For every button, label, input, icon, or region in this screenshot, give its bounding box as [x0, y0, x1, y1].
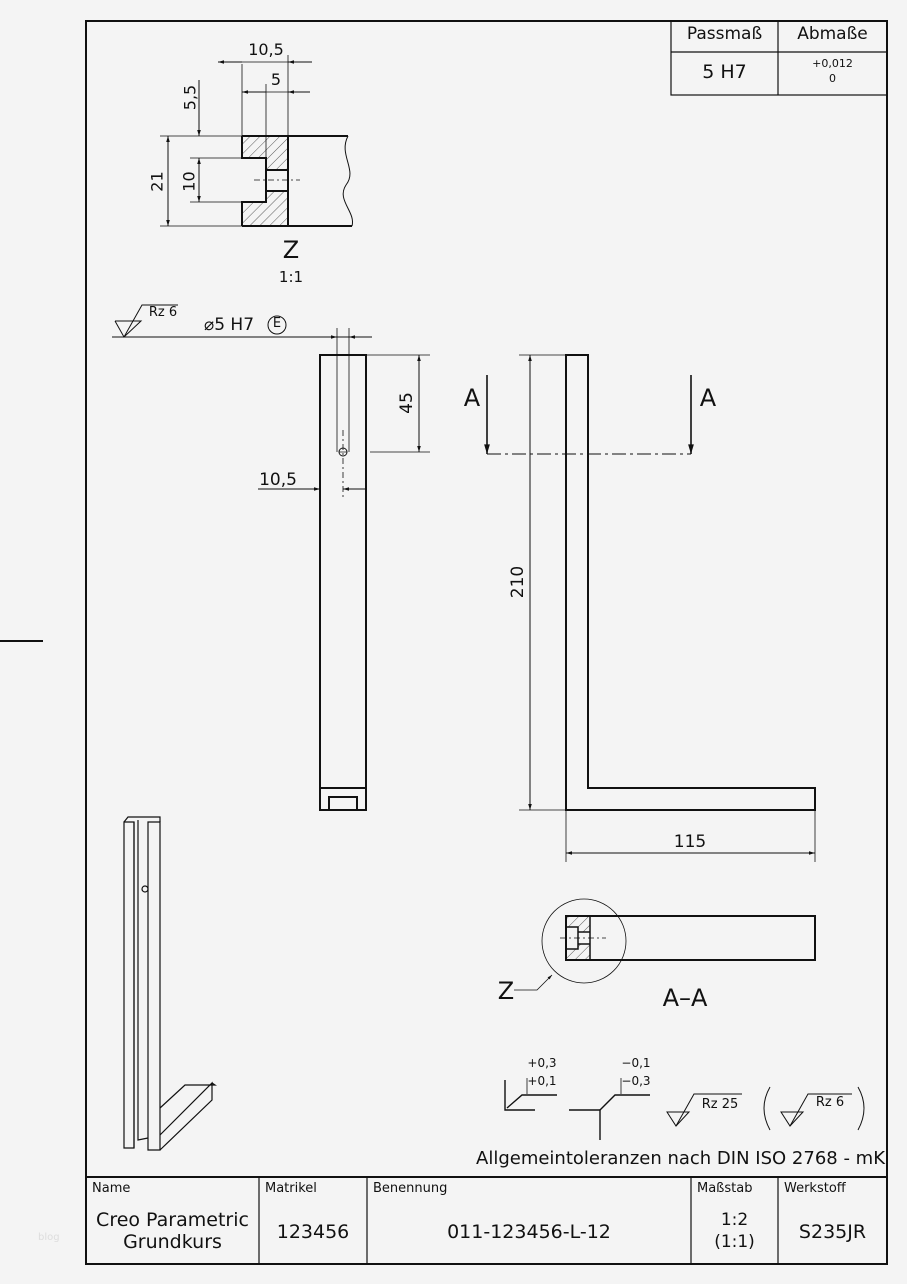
fit-value: 5 H7: [702, 61, 747, 83]
front-view: [258, 328, 430, 811]
section-label-left: A: [463, 384, 481, 412]
section-label-right: A: [699, 384, 717, 412]
section-a-a-label: A–A: [662, 984, 708, 1012]
fit-header-abmasse: Abmaße: [797, 24, 868, 44]
title-cell-matrikel: Matrikel 123456: [259, 1177, 367, 1264]
fit-table: [670, 20, 888, 96]
fit-lower-deviation: 0: [829, 72, 836, 85]
fit-upper-deviation: +0,012: [812, 57, 853, 70]
section-a-a-view: [514, 898, 816, 991]
dim-hole-depth: 45: [397, 392, 417, 414]
surface-special: Rz 6: [815, 1095, 845, 1110]
tol-2-lower: −0,3: [621, 1074, 651, 1088]
surface-general: Rz 25: [701, 1097, 739, 1112]
envelope-symbol: E: [272, 316, 282, 331]
dim-height: 210: [508, 565, 528, 599]
dim-hole-offset: 10,5: [259, 470, 297, 490]
dim-width: 115: [673, 832, 707, 852]
massstab-line1: 1:2: [720, 1210, 749, 1230]
title-cell-massstab: Maßstab 1:2 (1:1): [691, 1177, 778, 1264]
title-cell-werkstoff: Werkstoff S235JR: [778, 1177, 887, 1264]
dim-detail-offset: 5,5: [180, 84, 200, 111]
general-tolerances-note: Allgemeintoleranzen nach DIN ISO 2768 - …: [476, 1148, 885, 1169]
hole-callout: ⌀5 H7: [203, 315, 255, 335]
isometric-view: [123, 816, 217, 1151]
name-label: Name: [92, 1181, 131, 1196]
detail-callout-label: Z: [497, 977, 515, 1005]
dim-detail-width-total: 10,5: [248, 40, 284, 59]
dim-detail-width-inner: 5: [270, 70, 282, 89]
side-view: [484, 354, 816, 862]
detail-label: Z: [282, 236, 300, 264]
surface-finish-value: Rz 6: [148, 305, 178, 320]
fit-header-passmass: Passmaß: [686, 24, 763, 44]
title-cell-name: Name Creo Parametric Grundkurs: [86, 1177, 259, 1264]
werkstoff-value: S235JR: [798, 1221, 867, 1243]
title-cell-benennung: Benennung 011-123456-L-12: [367, 1177, 691, 1264]
title-block: [86, 1176, 887, 1264]
tolerance-symbols: [504, 1078, 865, 1140]
tol-1-upper: +0,3: [527, 1056, 557, 1070]
detail-z-view: [160, 55, 353, 227]
name-line1: Creo Parametric: [96, 1209, 249, 1231]
matrikel-value: 123456: [276, 1221, 350, 1243]
dim-detail-height: 21: [147, 171, 167, 192]
name-line2: Grundkurs: [123, 1231, 222, 1253]
werkstoff-label: Werkstoff: [784, 1181, 846, 1196]
tol-1-lower: +0,1: [527, 1074, 557, 1088]
benennung-label: Benennung: [373, 1181, 448, 1196]
matrikel-label: Matrikel: [265, 1181, 317, 1196]
tol-2-upper: −0,1: [621, 1056, 651, 1070]
massstab-line2: (1:1): [714, 1232, 755, 1252]
benennung-value: 011-123456-L-12: [447, 1221, 611, 1243]
sheet-frame: [85, 20, 888, 1265]
dim-detail-slot: 10: [179, 171, 199, 192]
detail-scale: 1:1: [278, 268, 304, 286]
massstab-label: Maßstab: [697, 1181, 753, 1196]
